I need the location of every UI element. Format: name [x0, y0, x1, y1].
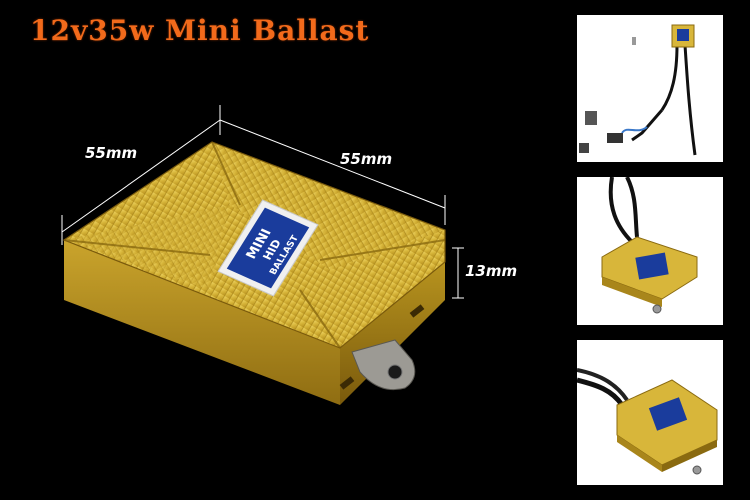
dimension-width-left: 55mm [85, 144, 138, 162]
product-label: MINI HID BALLAST [217, 199, 319, 297]
thumbnail-cables-top[interactable] [577, 15, 723, 162]
mounting-tab [351, 339, 416, 391]
dimension-height: 13mm [465, 262, 518, 280]
side-slots [339, 304, 425, 390]
page-title: 12v35w Mini Ballast [30, 14, 370, 47]
dimension-width-right: 55mm [340, 150, 393, 168]
dimension-lines [61, 105, 464, 299]
thumbnail-angle-view[interactable] [577, 177, 723, 325]
thumbnail-side-view[interactable] [577, 340, 723, 485]
